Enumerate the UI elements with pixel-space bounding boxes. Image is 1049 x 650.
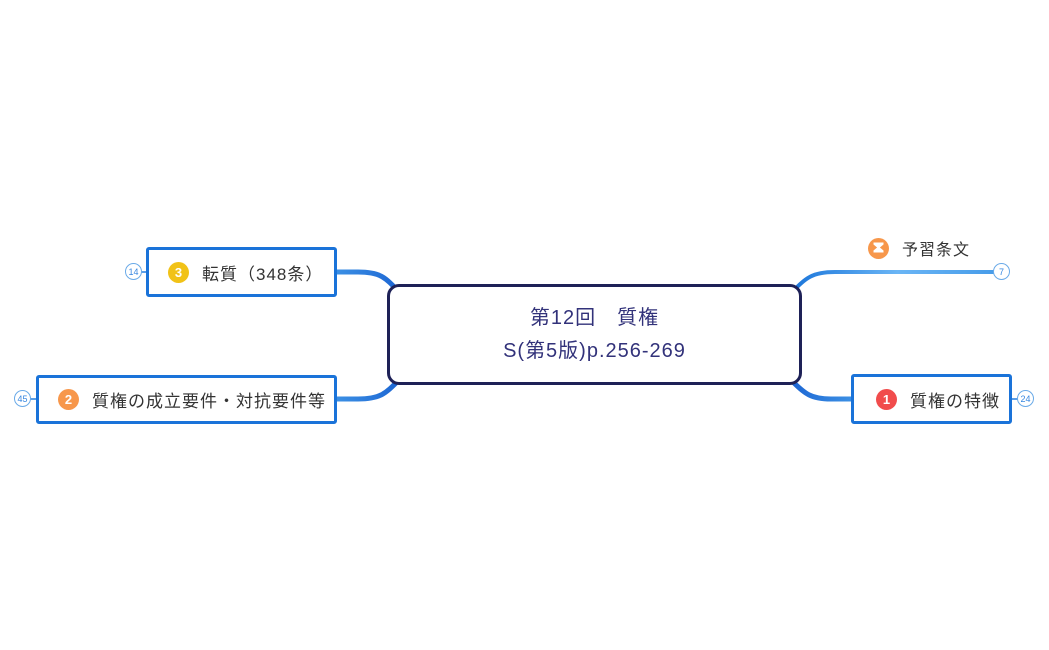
hourglass-icon[interactable] — [868, 237, 889, 259]
collapsed-count-seiritsu[interactable]: 45 — [14, 390, 31, 407]
collapsed-count-tokucho[interactable]: 24 — [1017, 390, 1034, 407]
priority-1-badge[interactable]: 1 — [876, 388, 897, 410]
node-seiritsu-label: 質権の成立要件・対抗要件等 — [92, 392, 326, 411]
node-shitsuken-tokucho[interactable]: 1 質権の特徴 — [851, 374, 1012, 424]
node-yoshu-jobun[interactable]: 予習条文 — [868, 236, 970, 260]
node-tokucho-label: 質権の特徴 — [910, 391, 1000, 411]
priority-1-number: 1 — [882, 391, 891, 407]
priority-3-number: 3 — [174, 264, 183, 280]
priority-2-badge[interactable]: 2 — [58, 389, 79, 410]
priority-2-number: 2 — [64, 392, 73, 407]
root-node[interactable]: 第12回 質権 S(第5版)p.256-269 — [387, 284, 802, 385]
node-tenshitsu-label: 転質（348条） — [202, 264, 324, 284]
collapsed-count-yoshu[interactable]: 7 — [993, 263, 1010, 280]
count-24-value: 24 — [1020, 393, 1031, 404]
collapsed-count-tenshitsu[interactable]: 14 — [125, 263, 142, 280]
node-seiritsu-yoken[interactable]: 2 質権の成立要件・対抗要件等 — [36, 375, 337, 424]
root-title-line1: 第12回 質権 — [529, 306, 660, 329]
count-45-value: 45 — [17, 393, 28, 404]
priority-3-badge[interactable]: 3 — [168, 261, 189, 283]
root-title-line2: S(第5版)p.256-269 — [503, 339, 686, 362]
node-tenshitsu[interactable]: 3 転質（348条） — [146, 247, 337, 297]
branch-yoshu — [790, 270, 996, 294]
count-14-value: 14 — [128, 266, 139, 277]
branch-seiritsu — [334, 377, 402, 402]
branch-tokucho — [788, 377, 854, 402]
count-7-value: 7 — [998, 266, 1004, 277]
node-yoshu-label: 予習条文 — [902, 242, 971, 259]
